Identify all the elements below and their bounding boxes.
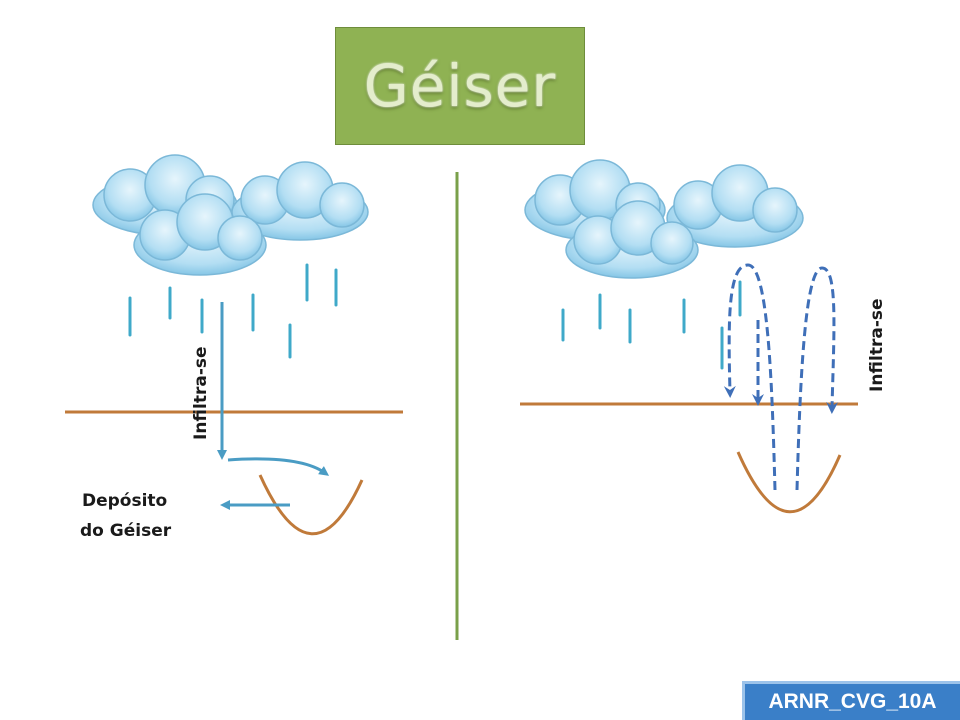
left-clouds <box>92 154 369 276</box>
left-infiltration-label: Infiltra-se <box>191 346 211 440</box>
right-dashed-cycle <box>723 263 839 491</box>
cloud-icon <box>565 200 699 279</box>
title-text: Géiser <box>363 52 557 120</box>
right-rain <box>561 280 742 370</box>
footer-badge: ARNR_CVG_10A <box>742 681 960 720</box>
left-rain <box>128 263 338 359</box>
eruption-loop-left <box>723 263 777 491</box>
title-box: Géiser <box>335 27 585 145</box>
left-reservoir-curve <box>258 474 364 536</box>
cloud-icon <box>231 161 369 241</box>
deposit-label-line2: do Géiser <box>80 521 172 541</box>
eruption-loop-right <box>795 266 839 491</box>
right-infiltration-label: Infiltra-se <box>867 298 887 392</box>
cloud-icon <box>666 164 804 248</box>
flow-to-reservoir-arrow <box>227 457 330 476</box>
right-clouds <box>524 159 804 279</box>
cloud-icon <box>133 193 267 276</box>
deposit-label-line1: Depósito <box>82 491 167 511</box>
left-flow-arrows <box>217 302 330 510</box>
right-reservoir-curve <box>736 451 842 514</box>
